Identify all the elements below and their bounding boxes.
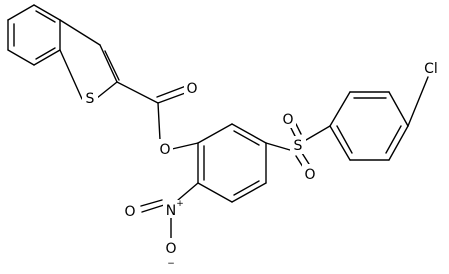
bond bbox=[329, 125, 351, 161]
bond bbox=[233, 130, 260, 146]
bond bbox=[295, 155, 304, 168]
bond bbox=[329, 91, 351, 127]
atom-background bbox=[302, 164, 318, 182]
bond bbox=[301, 152, 310, 165]
bond bbox=[197, 123, 233, 144]
sulfonyl-sulfur-label: S bbox=[294, 138, 303, 154]
bond bbox=[140, 199, 163, 207]
bond bbox=[388, 91, 409, 127]
bond bbox=[7, 4, 35, 21]
bond bbox=[116, 81, 159, 104]
bond bbox=[157, 91, 189, 104]
bond bbox=[171, 142, 199, 150]
atom-background bbox=[280, 110, 296, 128]
bond bbox=[295, 123, 302, 135]
bond bbox=[231, 182, 267, 203]
bond bbox=[35, 10, 56, 23]
nitro-oxygen-double-label: O bbox=[124, 204, 135, 220]
bond bbox=[177, 182, 199, 201]
bond bbox=[265, 142, 291, 151]
bond bbox=[33, 49, 61, 66]
atom-background bbox=[163, 200, 179, 218]
bonds bbox=[7, 4, 429, 239]
thiophene-sulfur-label: S bbox=[86, 91, 95, 107]
bond bbox=[59, 49, 83, 100]
bond bbox=[35, 47, 56, 60]
atom-background bbox=[82, 88, 98, 106]
bond bbox=[305, 125, 331, 141]
ester-oxygen-label: O bbox=[159, 142, 170, 158]
nitro-nitrogen-label: N bbox=[166, 203, 176, 219]
bond bbox=[157, 102, 161, 141]
bond bbox=[104, 50, 120, 81]
bond bbox=[197, 182, 233, 203]
atom-labels: S O O S O O Cl N + O O − bbox=[82, 58, 442, 269]
nitro-oxygen-charge: − bbox=[167, 259, 175, 269]
nitro-oxygen-single-label: O bbox=[165, 241, 176, 257]
bond bbox=[141, 204, 165, 213]
atom-background bbox=[420, 58, 442, 76]
bond bbox=[233, 180, 260, 196]
bond bbox=[99, 44, 118, 83]
sulfonyl-oxygen-top-label: O bbox=[282, 112, 293, 128]
bond bbox=[7, 49, 35, 66]
atom-background bbox=[122, 202, 138, 220]
bond bbox=[388, 125, 409, 161]
bond bbox=[231, 123, 267, 144]
chlorine-label: Cl bbox=[424, 61, 438, 77]
bond bbox=[407, 76, 429, 127]
atom-background bbox=[184, 78, 200, 96]
bond bbox=[156, 85, 187, 98]
atom-background bbox=[290, 136, 306, 154]
bond bbox=[96, 81, 118, 99]
sulfonyl-oxygen-bottom-label: O bbox=[304, 167, 315, 183]
atom-background bbox=[157, 139, 173, 157]
bond bbox=[59, 19, 101, 46]
carbonyl-oxygen-label: O bbox=[186, 81, 197, 97]
bond bbox=[385, 125, 402, 154]
nitro-nitrogen-charge: + bbox=[176, 199, 184, 209]
atom-background bbox=[163, 238, 179, 256]
bond bbox=[336, 125, 353, 154]
bond bbox=[33, 4, 61, 21]
